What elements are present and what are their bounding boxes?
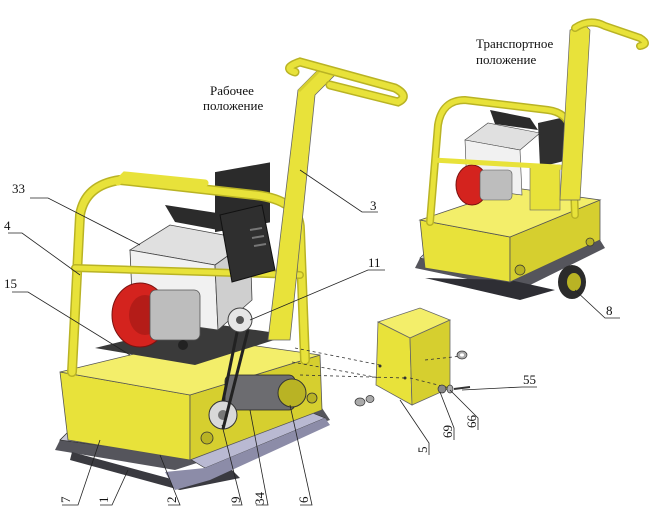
assembly-lines xyxy=(291,347,463,389)
callout-1: 1 xyxy=(96,497,111,504)
callout-2: 2 xyxy=(164,497,179,504)
belt-cover xyxy=(375,307,452,406)
main-compactor xyxy=(55,57,408,490)
callout-69: 69 xyxy=(440,425,455,438)
callout-4: 4 xyxy=(4,218,11,233)
callout-9: 9 xyxy=(228,497,243,504)
lower-housing xyxy=(59,337,323,461)
transport-position-caption-line1: Транспортное xyxy=(476,36,554,51)
callout-7: 7 xyxy=(58,496,73,503)
transport-position-caption-line2: положение xyxy=(476,52,536,67)
callout-5: 5 xyxy=(415,447,430,454)
callout-6: 6 xyxy=(296,496,311,503)
callout-34: 34 xyxy=(252,492,267,506)
leader-lines xyxy=(8,169,620,506)
transport-compactor xyxy=(415,18,649,300)
engine-deck xyxy=(95,322,290,365)
callout-11: 11 xyxy=(368,255,381,270)
control-box xyxy=(219,204,276,283)
callout-66: 66 xyxy=(464,415,479,429)
handle xyxy=(267,57,408,341)
working-position-caption-line2: положение xyxy=(203,98,263,113)
fasteners xyxy=(354,350,471,407)
callout-15: 15 xyxy=(4,276,17,291)
callout-8: 8 xyxy=(606,303,613,318)
callout-55: 55 xyxy=(523,372,536,387)
working-position-caption-line1: Рабочее xyxy=(210,83,254,98)
callout-33: 33 xyxy=(12,181,25,196)
callout-3: 3 xyxy=(370,198,377,213)
